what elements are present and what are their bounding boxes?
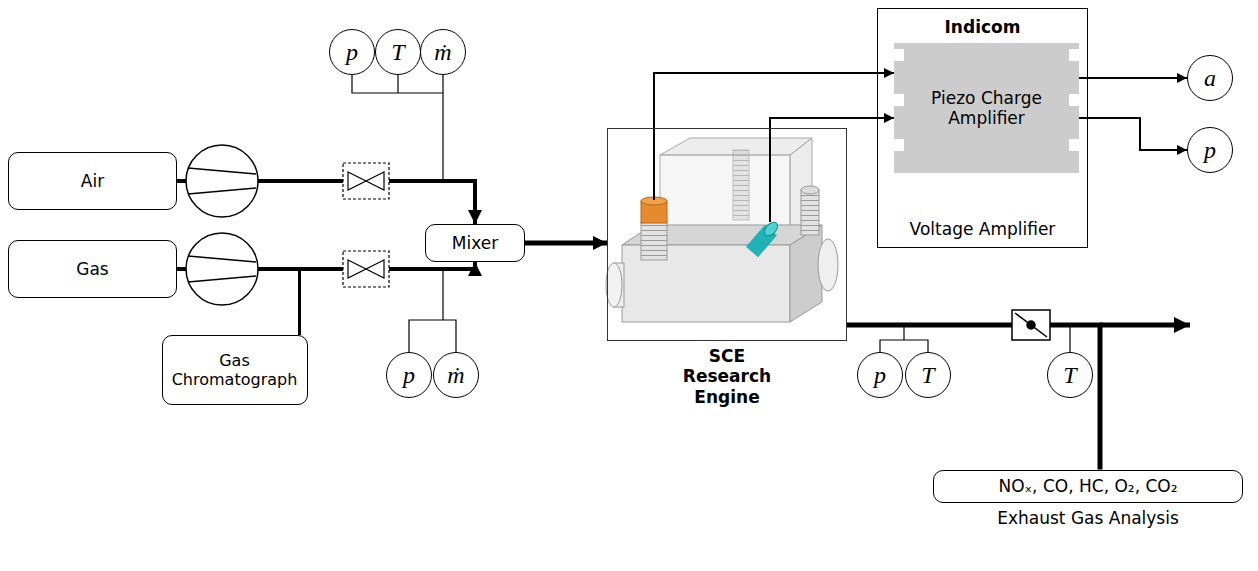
sensor-lead [1069,325,1070,352]
node-label: p [1204,136,1216,165]
valve-symbol [366,172,384,190]
compressor-symbol [188,276,256,282]
node-label: Piezo Charge Amplifier [917,88,1057,129]
pressure-sensor [641,197,667,223]
process-box: NOₓ, CO, HC, O₂, CO₂Exhaust Gas Analysis [933,470,1243,503]
charge-amplifier: Piezo Charge Amplifier [894,43,1079,173]
pipe-connector [847,325,1100,470]
engine-block [801,186,819,194]
node-label: Air [81,171,104,191]
throttle-flap [1015,313,1047,337]
sensor-lead [880,340,928,352]
engine-block [801,190,819,235]
sensor-circle: ṁ [420,29,466,75]
exhaust-outlet [1100,325,1190,326]
engine-block [641,222,667,260]
engine-block [606,263,622,307]
node-label: p [403,361,415,390]
sensor-circle: T [375,29,421,75]
sensor-lead [409,320,456,352]
pipe-connector [525,241,607,246]
sensor-circle: p [857,352,903,398]
node-label: T [1063,361,1076,390]
valve-symbol [366,260,384,278]
node-label: Gas [76,259,108,279]
signal-connector [1079,118,1187,150]
amplifier-frame: Piezo Charge Amplifier IndicomVoltage Amp… [877,8,1088,248]
node-label: p [346,38,358,67]
sensor-circle: a [1187,55,1233,101]
engine-block [790,225,822,322]
node-label: T [391,38,404,67]
sensor-circle: T [1047,352,1093,398]
valve-symbol [348,260,366,278]
sensor-lead [352,75,443,93]
engine-block [660,138,812,155]
valve-symbol [343,163,389,199]
throttle-flap [1012,310,1050,340]
throttle-flap [1012,310,1050,340]
node-label: Gas Chromatograph [163,351,307,389]
process-box: Air [8,152,177,210]
compressor-symbol [186,145,258,217]
node-label: Mixer [452,233,498,253]
compressor-symbol [188,168,256,174]
sensor-circle: p [329,29,375,75]
node-heading: Exhaust Gas Analysis [938,508,1238,528]
node-label: NOₓ, CO, HC, O₂, CO₂ [998,476,1177,496]
throttle-flap [1027,321,1035,329]
compressor-symbol [186,233,258,305]
sensor-lead [442,269,443,320]
knock-sensor [752,220,780,252]
sensor-lead [903,325,904,340]
sensor-circle: p [386,352,432,398]
sensor-lead [352,75,1070,352]
sensor-circle: ṁ [433,352,479,398]
valve-symbol [343,163,389,287]
compressor-symbol [186,145,258,305]
engine-box: SCE Research Engine [607,128,847,341]
exhaust-outlet [1100,323,1190,328]
process-box: Mixer [425,224,525,262]
compressor-symbol [188,188,256,194]
sensor-circle: T [905,352,951,398]
signal-connector [770,118,894,222]
frame-caption: Voltage Amplifier [878,219,1087,239]
signal-connector [654,73,894,200]
node-label: p [874,361,886,390]
sensor-lead [397,75,398,93]
signal-connector [1079,77,1187,79]
node-heading: SCE Research Engine [672,346,782,407]
frame-heading: Indicom [878,17,1087,37]
node-label: a [1204,64,1216,93]
knock-sensor [762,220,780,239]
process-box: Gas Chromatograph [162,335,308,405]
node-label: T [921,361,934,390]
amplifier-shape [894,43,1079,173]
process-box: Gas [8,240,177,298]
node-label: ṁ [447,361,464,390]
sensor-lead [442,75,443,181]
sensor-circle: p [1187,127,1233,173]
engine-block [606,138,838,322]
valve-symbol [348,172,366,190]
node-label: ṁ [434,38,451,67]
compressor-symbol [188,256,256,262]
valve-symbol [343,251,389,287]
engine-block [818,239,838,291]
